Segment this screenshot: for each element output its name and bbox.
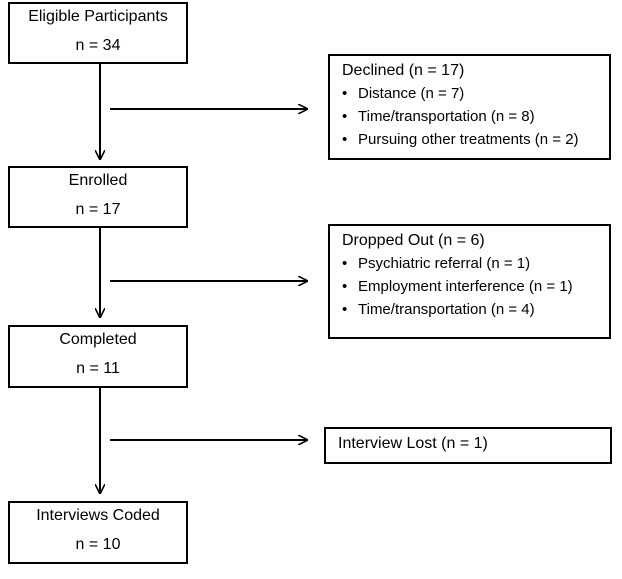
step-count: n = 17 <box>75 201 121 218</box>
exclusion-title: Declined (n = 17) <box>342 62 465 79</box>
step-title: Completed <box>59 331 137 348</box>
step-count: n = 34 <box>75 37 121 54</box>
exclusion-item: Psychiatric referral (n = 1) <box>342 252 609 275</box>
exclusion-title: Dropped Out (n = 6) <box>342 232 485 249</box>
exclusion-item: Pursuing other treatments (n = 2) <box>342 128 609 151</box>
exclusion-list: Psychiatric referral (n = 1) Employment … <box>342 252 609 321</box>
exclusion-item: Distance (n = 7) <box>342 82 609 105</box>
step-box-coded: Interviews Coded n = 10 <box>8 501 188 564</box>
step-box-eligible: Eligible Participants n = 34 <box>8 2 188 64</box>
step-title: Interviews Coded <box>36 507 160 524</box>
exclusion-item: Time/transportation (n = 4) <box>342 298 609 321</box>
exclusion-item: Employment interference (n = 1) <box>342 275 609 298</box>
step-box-completed: Completed n = 11 <box>8 325 188 388</box>
exclusion-item: Time/transportation (n = 8) <box>342 105 609 128</box>
exclusion-box-dropped-out: Dropped Out (n = 6) Psychiatric referral… <box>328 224 611 339</box>
step-count: n = 10 <box>75 536 121 553</box>
exclusion-box-interview-lost: Interview Lost (n = 1) <box>324 427 612 464</box>
exclusion-list: Distance (n = 7) Time/transportation (n … <box>342 82 609 151</box>
step-title: Enrolled <box>68 172 128 189</box>
exclusion-title: Interview Lost (n = 1) <box>338 435 488 452</box>
step-box-enrolled: Enrolled n = 17 <box>8 166 188 228</box>
step-count: n = 11 <box>76 360 120 377</box>
step-title: Eligible Participants <box>28 8 168 25</box>
exclusion-box-declined: Declined (n = 17) Distance (n = 7) Time/… <box>328 54 611 160</box>
